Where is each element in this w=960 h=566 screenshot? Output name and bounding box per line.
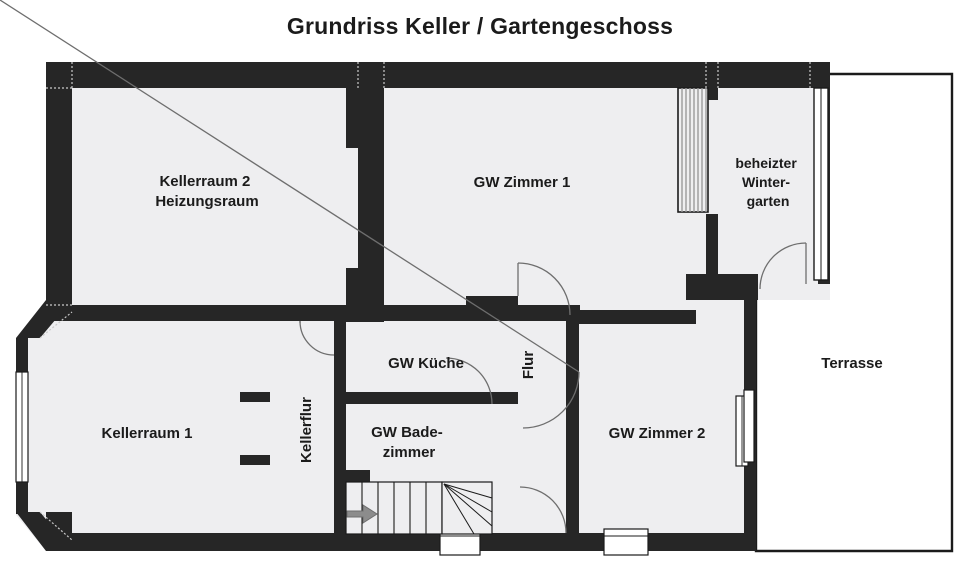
room-label-gw-kueche: GW Küche [388,355,464,372]
stair-up-arrow-icon [346,504,378,524]
page-title: Grundriss Keller / Gartengeschoss [286,13,674,39]
corridor-labels: Kellerflur Flur [298,351,537,463]
room-label-gw-zimmer-2: GW Zimmer 2 [609,425,706,442]
room-label-kellerraum2: Kellerraum 2 Heizungsraum [155,173,258,210]
room-labels: Kellerraum 2 Heizungsraum GW Zimmer 1 be… [102,155,883,461]
wall-joint-markers [39,62,811,541]
room-label-flur: Flur [520,351,537,379]
staircase [345,481,493,535]
room-label-terrasse: Terrasse [821,355,882,372]
room-label-kellerraum1: Kellerraum 1 [102,425,193,442]
room-label-wintergarten: beheizter Winter- garten [735,155,800,209]
stair-hatched-block [677,87,709,213]
door-arcs [0,0,807,534]
room-label-gw-badezimmer: GW Bade- zimmer [371,424,447,461]
room-label-kellerflur: Kellerflur [298,397,315,463]
room-label-gw-zimmer-1: GW Zimmer 1 [474,174,571,191]
